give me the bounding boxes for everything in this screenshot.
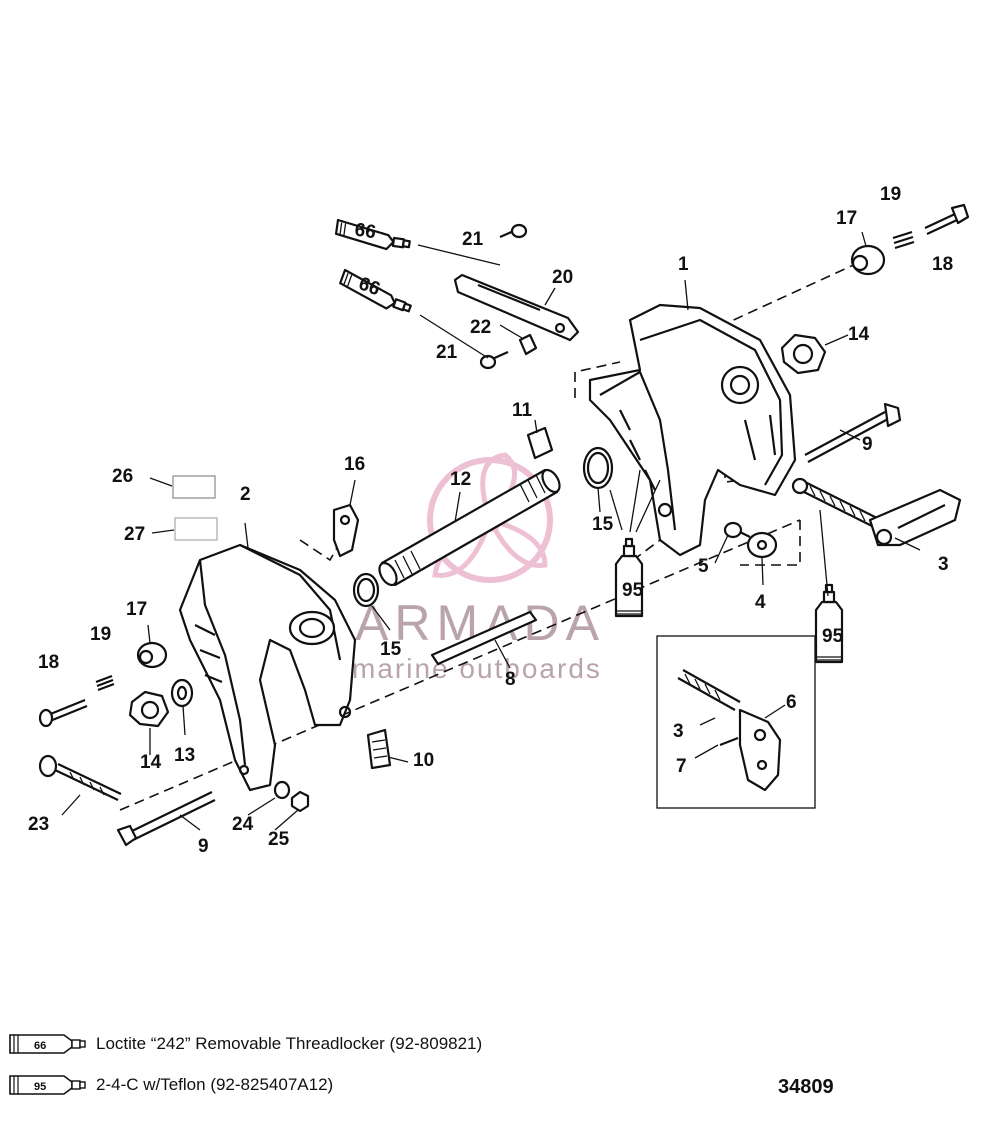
part-20-link-plate bbox=[453, 273, 580, 342]
callout-1: 1 bbox=[678, 254, 689, 275]
callout-24: 24 bbox=[232, 814, 254, 835]
figure-number: 34809 bbox=[778, 1076, 834, 1098]
callout-23: 23 bbox=[28, 814, 49, 835]
part-26-label-box bbox=[172, 475, 216, 499]
callout-17: 17 bbox=[836, 208, 857, 229]
svg-text:66: 66 bbox=[353, 220, 377, 244]
svg-text:66: 66 bbox=[34, 1040, 46, 1052]
part-14-nut-left bbox=[128, 690, 170, 728]
part-22-washer bbox=[518, 333, 538, 356]
callout-18: 18 bbox=[38, 652, 59, 673]
callout-26: 26 bbox=[112, 466, 133, 487]
callout-17: 17 bbox=[126, 599, 147, 620]
part-19-spring-right bbox=[892, 230, 915, 250]
callout-4: 4 bbox=[755, 592, 766, 613]
part-21-screw-upper bbox=[499, 223, 528, 239]
part-18-bolt-right bbox=[924, 203, 970, 235]
svg-text:95: 95 bbox=[622, 580, 644, 601]
callout-3: 3 bbox=[673, 721, 684, 742]
callout-12: 12 bbox=[450, 469, 471, 490]
legend-item-95: 95 2-4-C w/Teflon (92-825407A12) bbox=[8, 1073, 333, 1097]
part-9-bolt-right bbox=[804, 402, 902, 463]
tube-66-icon: 66 bbox=[9, 1034, 86, 1054]
legend-text-loctite: Loctite “242” Removable Threadlocker (92… bbox=[96, 1034, 483, 1053]
callout-9: 9 bbox=[862, 434, 873, 455]
callout-22: 22 bbox=[470, 317, 491, 338]
callout-2: 2 bbox=[240, 484, 251, 505]
part-19-spring-left bbox=[95, 674, 115, 692]
leader-lines bbox=[61, 231, 921, 831]
tube-66-upper-icon: 66 bbox=[333, 218, 413, 254]
part-3-clamp-screw-handle bbox=[791, 477, 962, 547]
callout-15: 15 bbox=[380, 639, 402, 660]
part-24-washer bbox=[273, 780, 291, 800]
legend-item-66: 66 Loctite “242” Removable Threadlocker … bbox=[8, 1032, 482, 1056]
callout-13: 13 bbox=[174, 745, 195, 766]
part-14-nut-right bbox=[780, 333, 827, 375]
part-23-handle-screw bbox=[38, 754, 122, 801]
callout-16: 16 bbox=[344, 454, 365, 475]
svg-text:95: 95 bbox=[34, 1081, 46, 1093]
part-1-clamp-bracket-right bbox=[588, 303, 797, 557]
part-21-screw-lower bbox=[479, 350, 509, 370]
tube-66-lower-icon: 66 bbox=[336, 268, 416, 318]
part-15-washer-right bbox=[582, 446, 614, 490]
callout-14: 14 bbox=[140, 752, 162, 773]
part-16-plate bbox=[332, 503, 360, 558]
callout-11: 11 bbox=[512, 400, 533, 421]
svg-text:95: 95 bbox=[822, 626, 844, 647]
part-15-washer-left bbox=[352, 572, 380, 608]
callout-8: 8 bbox=[505, 669, 516, 690]
part-2-clamp-bracket-left bbox=[178, 543, 357, 792]
callout-9: 9 bbox=[198, 836, 209, 857]
callout-21: 21 bbox=[462, 229, 484, 250]
inset-detail-box bbox=[656, 635, 816, 809]
part-17-bushing-left bbox=[136, 641, 168, 669]
part-11-clip bbox=[526, 426, 554, 460]
tube-95-left-icon: 95 bbox=[614, 537, 644, 618]
callout-14: 14 bbox=[848, 324, 870, 345]
part-10-decal bbox=[366, 728, 392, 770]
callout-6: 6 bbox=[786, 692, 797, 713]
callout-20: 20 bbox=[552, 267, 573, 288]
callout-27: 27 bbox=[124, 524, 145, 545]
part-25-nut bbox=[290, 790, 310, 813]
part-18-bolt-left bbox=[38, 698, 88, 728]
callout-18: 18 bbox=[932, 254, 953, 275]
part-8-pin bbox=[430, 610, 538, 666]
tube-95-right-icon: 95 bbox=[814, 583, 844, 664]
tube-95-icon: 95 bbox=[9, 1075, 86, 1095]
callout-25: 25 bbox=[268, 829, 290, 850]
part-12-tilt-tube bbox=[378, 468, 561, 587]
part-17-bushing-right bbox=[850, 244, 886, 276]
part-9-bolt-left bbox=[116, 791, 216, 847]
exploded-parts-diagram: ARMADA marine outboards bbox=[28, 184, 970, 857]
callout-7: 7 bbox=[676, 756, 687, 777]
callout-5: 5 bbox=[698, 556, 709, 577]
callout-3: 3 bbox=[938, 554, 949, 575]
callout-19: 19 bbox=[90, 624, 111, 645]
callout-15: 15 bbox=[592, 514, 614, 535]
legend-text-teflon: 2-4-C w/Teflon (92-825407A12) bbox=[96, 1075, 334, 1094]
callout-19: 19 bbox=[880, 184, 901, 205]
callout-labels: 1 2 3 3 4 5 6 7 8 9 9 10 11 12 13 14 14 … bbox=[28, 184, 953, 857]
callout-21: 21 bbox=[436, 342, 458, 363]
part-13-washer bbox=[170, 678, 194, 708]
part-5-screw bbox=[723, 521, 751, 539]
part-27-label-box bbox=[174, 517, 218, 541]
callout-10: 10 bbox=[413, 750, 434, 771]
part-4-swivel-pad bbox=[746, 531, 778, 559]
